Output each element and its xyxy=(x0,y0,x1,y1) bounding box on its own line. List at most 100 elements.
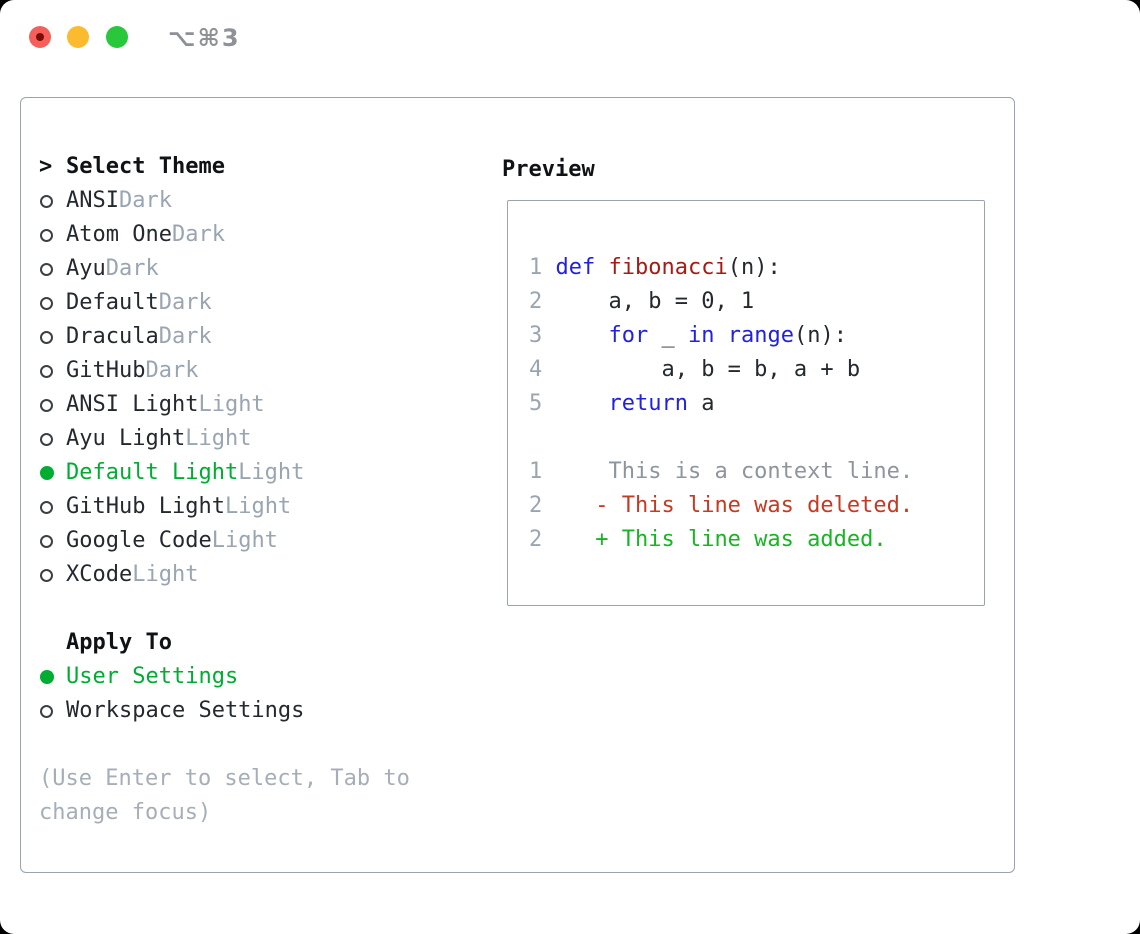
select-theme-header: > Select Theme xyxy=(39,150,489,184)
theme-name: GitHub Light xyxy=(66,494,225,519)
theme-variant: Dark xyxy=(171,222,225,247)
apply-option-label: Workspace Settings xyxy=(66,698,305,723)
window-shortcut-label: ⌥⌘3 xyxy=(168,24,241,52)
theme-option-github-light[interactable]: GitHub Light Light xyxy=(39,490,489,524)
token-plain: (n): xyxy=(727,255,781,280)
token-keyword: for xyxy=(608,323,649,348)
token-deleted: - This line was deleted. xyxy=(555,493,914,518)
theme-option-ayu[interactable]: Ayu Dark xyxy=(39,252,489,286)
theme-option-xcode[interactable]: XCode Light xyxy=(39,558,489,592)
apply-to-header: Apply To xyxy=(39,626,489,660)
radio-selected-icon xyxy=(40,466,54,480)
theme-option-github[interactable]: GitHub Dark xyxy=(39,354,489,388)
hint-line: (Use Enter to select, Tab to xyxy=(39,766,410,791)
line-number: 1 xyxy=(529,459,556,484)
code-line: 5 return a xyxy=(529,387,984,421)
prompt-caret-icon: > xyxy=(39,154,53,179)
token-function: fibonacci xyxy=(608,255,728,280)
theme-name: Dracula xyxy=(66,324,159,349)
theme-option-ansi[interactable]: ANSI Dark xyxy=(39,184,489,218)
theme-option-ayu-light[interactable]: Ayu Light Light xyxy=(39,422,489,456)
theme-variant: Light xyxy=(185,426,252,451)
theme-option-atom-one[interactable]: Atom One Dark xyxy=(39,218,489,252)
theme-option-ansi-light[interactable]: ANSI Light Light xyxy=(39,388,489,422)
theme-name: ANSI xyxy=(66,188,119,213)
theme-name: GitHub xyxy=(66,358,146,383)
theme-name: Ayu xyxy=(66,256,106,281)
theme-option-default[interactable]: Default Dark xyxy=(39,286,489,320)
theme-name: Default xyxy=(66,290,159,315)
theme-option-dracula[interactable]: Dracula Dark xyxy=(39,320,489,354)
token-plain: a xyxy=(687,391,715,416)
theme-name: Default Light xyxy=(66,460,239,485)
radio-icon xyxy=(40,194,53,208)
keyboard-hint: (Use Enter to select, Tab to change focus… xyxy=(39,762,489,830)
apply-option-user-settings[interactable]: User Settings xyxy=(39,660,489,694)
code-line: 2 a, b = 0, 1 xyxy=(529,285,984,319)
line-number: 5 xyxy=(529,391,556,416)
spacer xyxy=(39,728,489,762)
token-plain: a, b = b, a + b xyxy=(555,357,861,382)
token-plain xyxy=(595,255,608,280)
radio-icon xyxy=(40,296,53,310)
theme-variant: Light xyxy=(238,460,305,485)
radio-selected-icon xyxy=(40,670,54,684)
code-line: 3 for _ in range(n): xyxy=(529,319,984,353)
line-number xyxy=(529,425,542,450)
code-line xyxy=(529,421,984,455)
line-number: 4 xyxy=(529,357,556,382)
zoom-button[interactable] xyxy=(106,26,128,48)
radio-icon xyxy=(40,364,53,378)
close-dot-icon xyxy=(36,33,44,41)
hint-line: change focus) xyxy=(39,800,212,825)
radio-icon xyxy=(40,432,53,446)
theme-name: Atom One xyxy=(66,222,172,247)
radio-icon xyxy=(40,398,53,412)
token-added: + This line was added. xyxy=(555,527,887,552)
token-plain: _ xyxy=(648,323,688,348)
token-plain xyxy=(714,323,727,348)
apply-option-label: User Settings xyxy=(66,664,239,689)
theme-variant: Light xyxy=(211,528,278,553)
theme-option-default-light[interactable]: Default Light Light xyxy=(39,456,489,490)
theme-variant: Dark xyxy=(105,256,159,281)
theme-variant: Dark xyxy=(158,324,212,349)
preview-title: Preview xyxy=(502,157,595,182)
theme-variant: Light xyxy=(198,392,265,417)
token-keyword: range xyxy=(727,323,794,348)
apply-to-title: Apply To xyxy=(66,630,172,655)
theme-option-google-code[interactable]: Google Code Light xyxy=(39,524,489,558)
spacer xyxy=(39,592,489,626)
radio-icon xyxy=(40,330,53,344)
close-button[interactable] xyxy=(29,26,51,48)
theme-variant: Dark xyxy=(158,290,212,315)
titlebar: ⌥⌘3 xyxy=(0,0,1140,72)
line-number: 3 xyxy=(529,323,556,348)
theme-name: XCode xyxy=(66,562,133,587)
code-line: 1 This is a context line. xyxy=(529,455,984,489)
radio-icon xyxy=(40,228,53,242)
token-plain: (n): xyxy=(793,323,847,348)
code-line: 4 a, b = b, a + b xyxy=(529,353,984,387)
line-number: 2 xyxy=(529,493,556,518)
theme-name: ANSI Light xyxy=(66,392,199,417)
token-keyword: in xyxy=(687,323,715,348)
radio-icon xyxy=(40,262,53,276)
token-keyword: return xyxy=(608,391,688,416)
apply-option-workspace-settings[interactable]: Workspace Settings xyxy=(39,694,489,728)
token-keyword: def xyxy=(555,255,596,280)
theme-variant: Light xyxy=(132,562,199,587)
theme-name: Ayu Light xyxy=(66,426,186,451)
line-number: 1 xyxy=(529,255,556,280)
token-plain: a, b = 0, 1 xyxy=(555,289,755,314)
code-line: 2 + This line was added. xyxy=(529,523,984,557)
token-plain xyxy=(556,323,609,348)
token-context: This is a context line. xyxy=(555,459,914,484)
minimize-button[interactable] xyxy=(67,26,89,48)
code-line: 2 - This line was deleted. xyxy=(529,489,984,523)
